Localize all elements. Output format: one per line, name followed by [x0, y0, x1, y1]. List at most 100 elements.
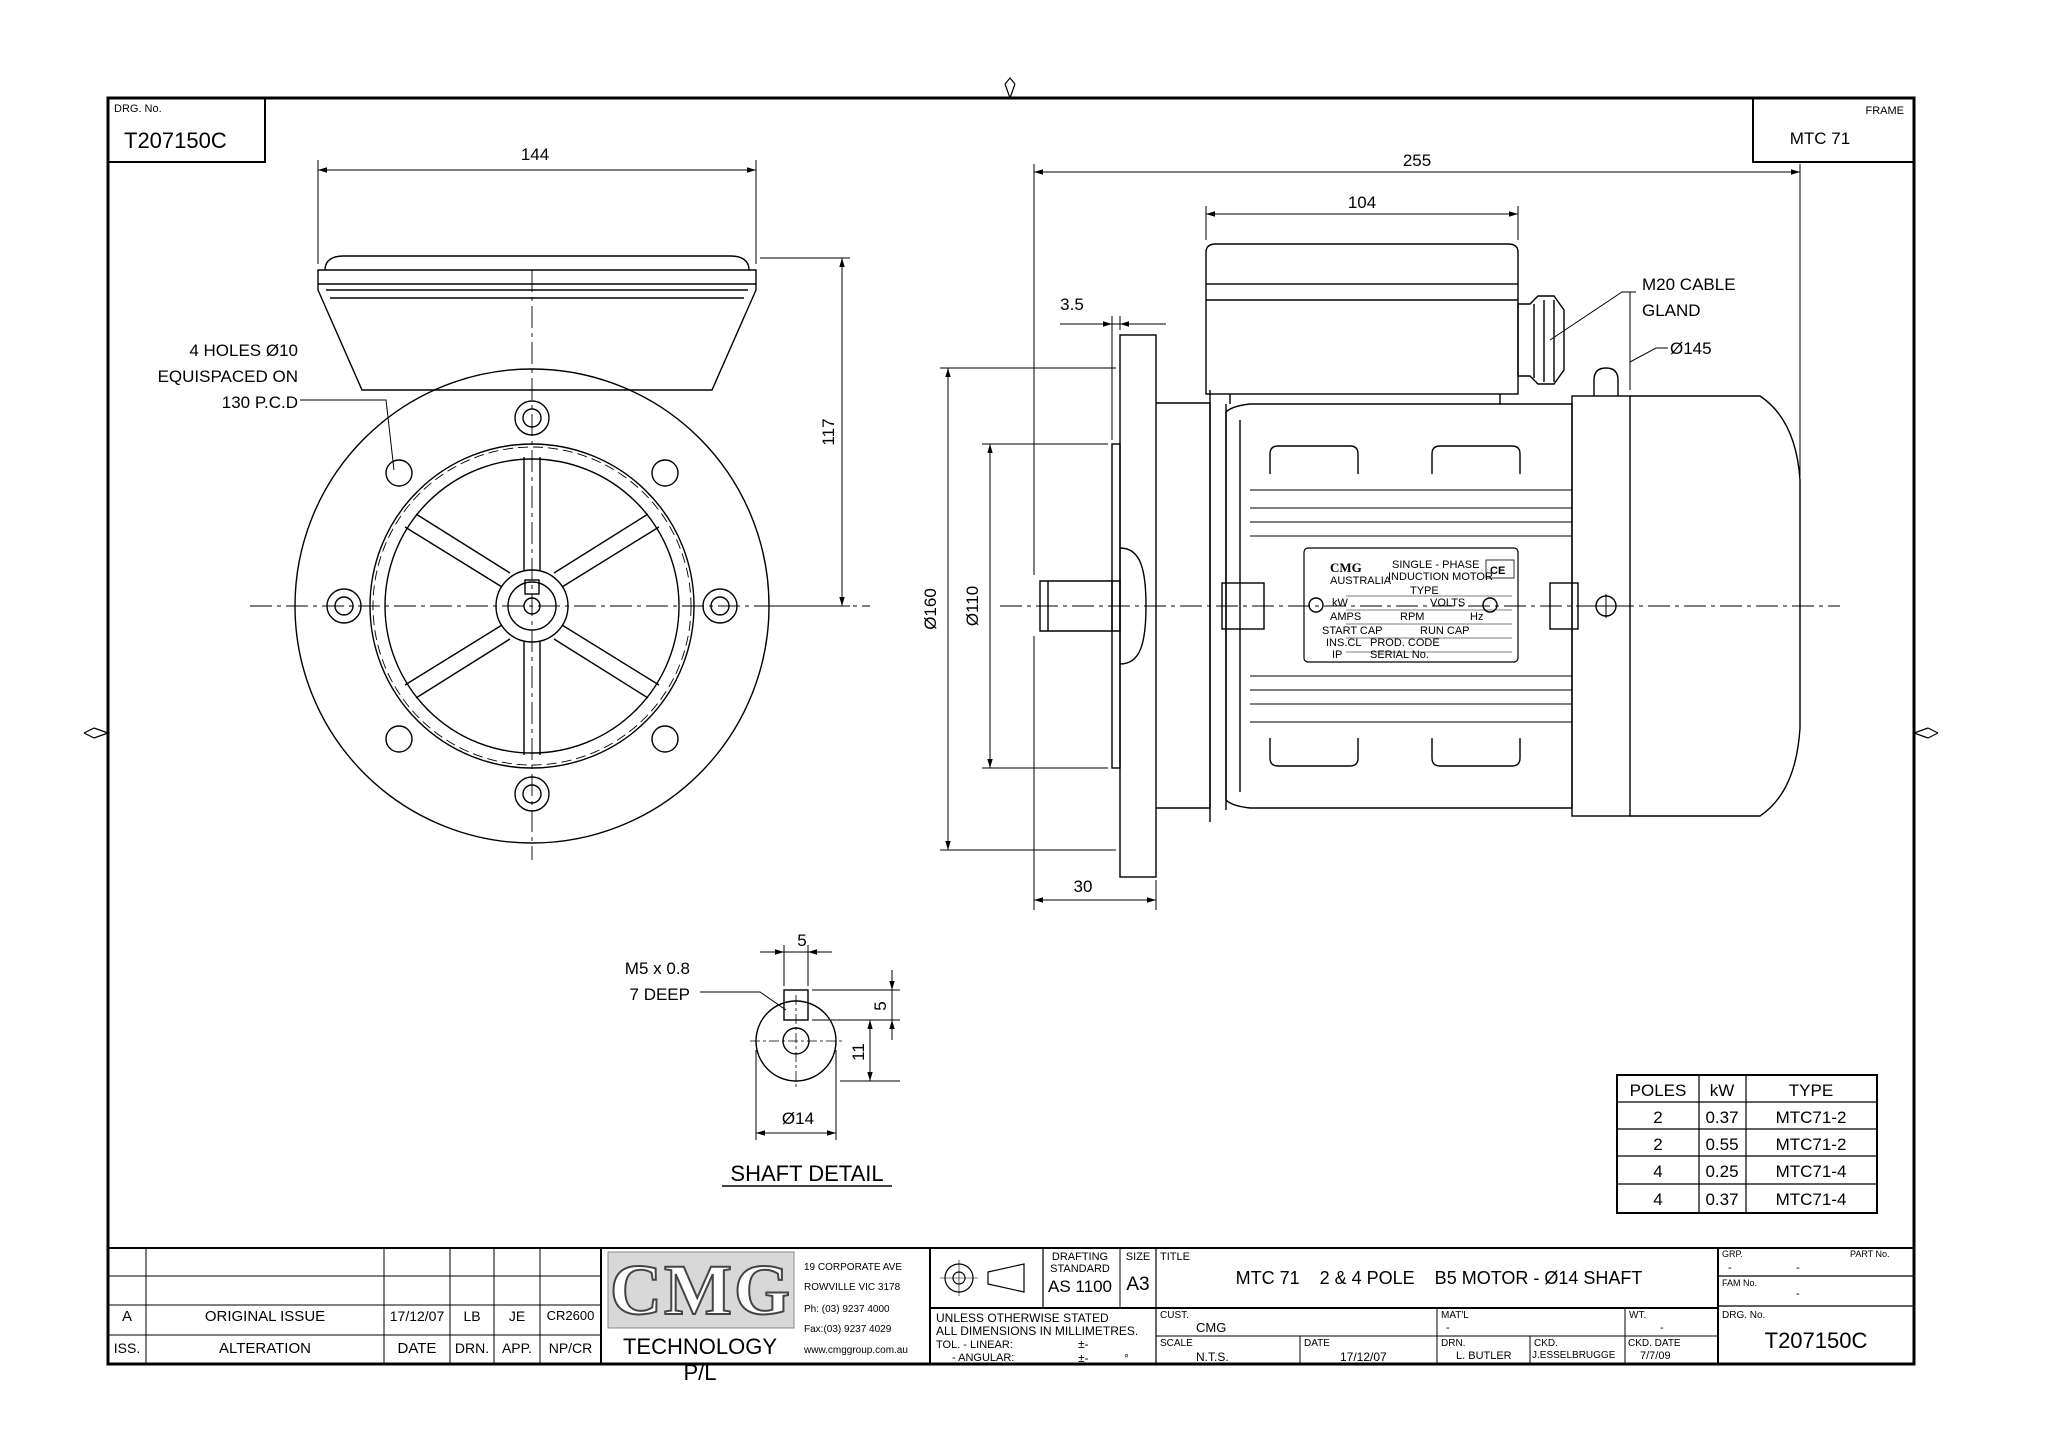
- svg-text:SERIAL No.: SERIAL No.: [1370, 649, 1429, 661]
- table-cell: MTC71-2: [1776, 1108, 1847, 1127]
- type-table-text: POLES kW TYPE 2 0.37 MTC71-2 2 0.55 MTC7…: [1630, 1081, 1847, 1209]
- tol-angular: - ANGULAR:: [952, 1352, 1015, 1364]
- table-cell: 0.37: [1705, 1108, 1738, 1127]
- partno-value: -: [1796, 1262, 1800, 1274]
- table-cell: MTC71-4: [1776, 1162, 1847, 1181]
- end-view: [250, 255, 870, 860]
- std-value: AS 1100: [1048, 1277, 1112, 1296]
- svg-text:CE: CE: [1490, 565, 1505, 577]
- title-label: TITLE: [1160, 1251, 1190, 1263]
- company-logo: [607, 1251, 795, 1329]
- svg-text:FRAME: FRAME: [1866, 105, 1905, 117]
- table-cell: MTC71-2: [1776, 1135, 1847, 1154]
- dim-104: 104: [1348, 193, 1376, 212]
- tol-linear: TOL. - LINEAR:: [936, 1339, 1013, 1351]
- wt-label: WT.: [1629, 1310, 1647, 1321]
- rev-npcr: CR2600: [546, 1308, 595, 1323]
- grp-value: -: [1728, 1262, 1732, 1274]
- table-cell: 0.55: [1705, 1135, 1738, 1154]
- table-cell: 4: [1653, 1190, 1662, 1209]
- ckddate-label: CKD. DATE: [1628, 1338, 1681, 1349]
- svg-text:TYPE: TYPE: [1410, 585, 1439, 597]
- wt-value: -: [1660, 1322, 1664, 1334]
- table-cell: 0.37: [1705, 1190, 1738, 1209]
- company-fax: Fax:(03) 9237 4029: [804, 1324, 892, 1335]
- famno-label: FAM No.: [1722, 1278, 1758, 1288]
- table-header: TYPE: [1789, 1081, 1833, 1100]
- holes-note-3: 130 P.C.D: [222, 393, 298, 412]
- holes-note-1: 4 HOLES Ø10: [189, 341, 298, 360]
- title-block-lines: [108, 1247, 1914, 1364]
- sheet-border: [83, 77, 1939, 1366]
- date-value: 17/12/07: [1340, 1350, 1387, 1364]
- ckddate-value: 7/7/09: [1640, 1350, 1671, 1362]
- rev-iss: A: [121, 1308, 132, 1325]
- svg-text:AUSTRALIA: AUSTRALIA: [1330, 575, 1392, 587]
- svg-text:DRG. No.: DRG. No.: [114, 103, 162, 115]
- famno-value: -: [1796, 1288, 1800, 1300]
- table-cell: 2: [1653, 1135, 1662, 1154]
- shaft-dim-5-top: 5: [797, 931, 806, 950]
- frame-value: MTC 71: [1790, 129, 1850, 148]
- table-header: kW: [1710, 1081, 1735, 1100]
- svg-text:VOLTS: VOLTS: [1430, 597, 1465, 609]
- dim-117: 117: [819, 418, 838, 445]
- drn-label: DRN.: [1441, 1338, 1466, 1349]
- company-logo-text: CMG: [609, 1250, 792, 1330]
- side-view: [1000, 243, 1840, 878]
- drawing-number-box: DRG. No. T207150C: [107, 97, 266, 163]
- rev-header-npcr: NP/CR: [548, 1340, 593, 1356]
- grp-label: GRP.: [1722, 1249, 1743, 1259]
- svg-text:AMPS: AMPS: [1330, 611, 1361, 623]
- gland-note-1: M20 CABLE: [1642, 275, 1736, 294]
- gland-note-2: GLAND: [1642, 301, 1701, 320]
- mounting-holes: [326, 400, 738, 812]
- type-table: [1616, 1074, 1878, 1214]
- svg-text:INDUCTION MOTOR: INDUCTION MOTOR: [1388, 571, 1493, 583]
- drawing-title: MTC 71 2 & 4 POLE B5 MOTOR - Ø14 SHAFT: [1235, 1268, 1643, 1288]
- svg-text:RPM: RPM: [1400, 611, 1424, 623]
- holes-note-2: EQUISPACED ON: [158, 367, 298, 386]
- dim-160: Ø160: [921, 588, 940, 630]
- dim-3-5: 3.5: [1060, 295, 1084, 314]
- partno-label: PART No.: [1850, 1249, 1890, 1259]
- side-view-dimensions: [940, 164, 1801, 910]
- matl-value: -: [1446, 1322, 1450, 1334]
- ckd-value: J.ESSELBRUGGE: [1532, 1350, 1616, 1361]
- dim-145: Ø145: [1670, 339, 1712, 358]
- shaft-dim-11: 11: [849, 1043, 868, 1061]
- shaft-dim-5-side: 5: [871, 1001, 890, 1010]
- dim-144: 144: [521, 145, 549, 164]
- svg-text:RUN CAP: RUN CAP: [1420, 625, 1470, 637]
- rev-drn: LB: [463, 1308, 481, 1324]
- drawing-number: T207150C: [124, 128, 227, 153]
- nameplate-brand: CMG: [1330, 560, 1362, 575]
- tolerance-note: UNLESS OTHERWISE STATED ALL DIMENSIONS I…: [936, 1311, 1139, 1338]
- dim-30: 30: [1074, 877, 1093, 896]
- rev-header-date: DATE: [397, 1340, 437, 1357]
- drg-value: T207150C: [1764, 1328, 1868, 1353]
- projection-symbol: [940, 1260, 1025, 1296]
- rev-alteration: ORIGINAL ISSUE: [204, 1308, 326, 1325]
- dim-110: Ø110: [963, 586, 982, 626]
- svg-text:IP: IP: [1332, 649, 1342, 661]
- company-name: TECHNOLOGY P/L: [622, 1334, 778, 1385]
- size-label: SIZE: [1125, 1251, 1151, 1263]
- scale-label: SCALE: [1160, 1338, 1193, 1349]
- std-label: DRAFTING STANDARD: [1050, 1251, 1110, 1275]
- rev-header-drn: DRN.: [454, 1340, 490, 1356]
- shaft-dimensions: [700, 945, 900, 1187]
- table-cell: 2: [1653, 1108, 1662, 1127]
- svg-text:SINGLE - PHASE: SINGLE - PHASE: [1392, 559, 1479, 571]
- thread-note-1: M5 x 0.8: [625, 959, 690, 978]
- cust-value: CMG: [1196, 1320, 1227, 1335]
- company-phone: Ph: (03) 9237 4000: [804, 1304, 890, 1315]
- company-web: www.cmggroup.com.au: [804, 1345, 908, 1356]
- table-header: POLES: [1630, 1081, 1687, 1100]
- nameplate: [1303, 547, 1519, 663]
- shaft-dim-14: Ø14: [782, 1109, 814, 1128]
- svg-text:START CAP: START CAP: [1322, 625, 1383, 637]
- table-cell: 0.25: [1705, 1162, 1738, 1181]
